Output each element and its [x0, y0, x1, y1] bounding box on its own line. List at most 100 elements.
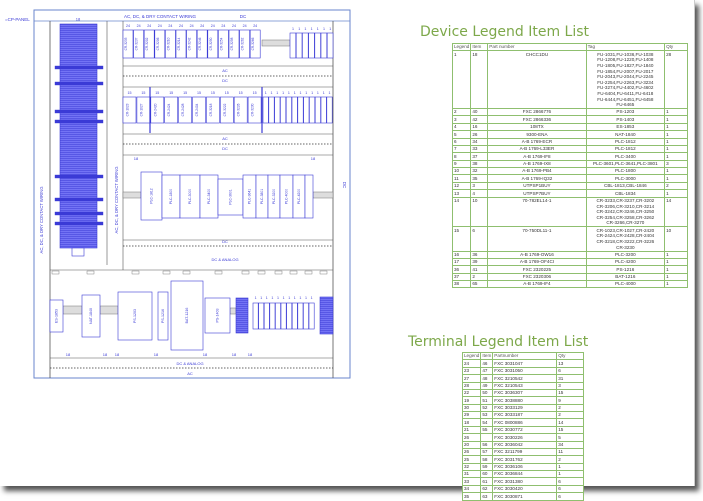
table-cell: A-B 1769-ECR: [487, 137, 587, 146]
column-header: Tag: [585, 42, 666, 52]
table-cell: 1: [664, 279, 688, 289]
table-cell: FXC 3030226: [492, 433, 558, 442]
table-cell: 49: [480, 381, 494, 390]
terminal-block: [320, 32, 328, 59]
power-label: ES-1853: [55, 309, 59, 323]
terminal-number: 1: [329, 91, 331, 95]
table-cell: 1: [664, 174, 688, 183]
table-cell: 1: [664, 250, 688, 259]
terminal-number: 1: [260, 296, 262, 300]
terminal-block: [308, 32, 315, 59]
left-wiring-label: AC, DC, & DRY CONTACT WIRING: [39, 187, 44, 254]
din-rail-segment: [312, 191, 334, 199]
table-cell: 6: [556, 492, 584, 501]
table-cell: 70-782EL14-1: [487, 196, 587, 228]
ac-label: AC: [222, 68, 228, 73]
table-cell: 33: [470, 144, 489, 154]
terminal-number: 1: [311, 91, 313, 95]
table-cell: 37: [451, 272, 472, 282]
table-cell: 61: [480, 477, 494, 486]
din-rail-segment: [62, 305, 83, 315]
wire-number: 18: [103, 352, 108, 357]
table-cell: PLC-4000: [585, 279, 666, 289]
table-cell: 8: [451, 152, 472, 161]
relay-module: [206, 96, 220, 124]
table-cell: 1: [664, 167, 688, 176]
terminal-block: [262, 96, 269, 124]
plc-label: PLC-3801: [260, 189, 264, 204]
table-cell: 42: [470, 115, 489, 124]
terminal-number: 24: [126, 24, 130, 28]
table-cell: 28: [461, 381, 482, 390]
table-cell: FXC 3030871: [492, 492, 558, 501]
table-cell: FXC 2866776: [487, 108, 587, 117]
relay-module: [122, 29, 134, 59]
relay-label: CR-3254: [219, 37, 223, 50]
plc-label: PLC-3200: [272, 189, 276, 204]
wire-number: 18: [76, 17, 81, 22]
table-cell: 65: [470, 279, 489, 289]
table-cell: 24: [461, 359, 482, 368]
table-cell: 27: [461, 374, 482, 383]
table-cell: 50: [480, 388, 494, 398]
table-cell: BAT-1216: [585, 272, 666, 282]
table-cell: 3: [556, 381, 584, 390]
wire-number: 18: [311, 156, 316, 161]
table-cell: 2: [556, 410, 584, 420]
table-cell: PLC-4200: [585, 257, 666, 267]
relay-label: CR-3266: [251, 37, 255, 50]
table-cell: A-B 1769-PB4: [487, 167, 587, 176]
relay-label: CR-3246: [198, 37, 202, 50]
table-cell: 40: [470, 108, 489, 117]
table-cell: 6: [470, 226, 489, 252]
table-cell: A-B 1769-OF4CI: [487, 257, 587, 267]
dc-label: DC: [222, 239, 228, 244]
terminal-number: 15: [141, 91, 145, 95]
dc-analog-label: DC & ANALOG: [211, 257, 238, 262]
ac-label: AC: [187, 371, 193, 376]
wire-number: 18: [232, 352, 237, 357]
terminal-number: 15: [155, 91, 159, 95]
relay-module: [154, 29, 166, 59]
relay-module: [228, 29, 240, 59]
terminal-number: 15: [197, 91, 201, 95]
wire-number: 18: [248, 352, 253, 357]
terminal-block: [268, 96, 275, 124]
terminal-block: [308, 302, 315, 330]
table-cell: FXC 2320225: [487, 265, 587, 274]
table-cell: 31: [461, 469, 482, 479]
terminal-marker: [86, 270, 95, 275]
table-cell: 21: [461, 425, 482, 435]
table-cell: FXC 3210542: [492, 374, 558, 383]
table-cell: ES-1853: [585, 122, 666, 132]
table-cell: 10: [451, 167, 472, 176]
table-cell: 1: [664, 130, 688, 139]
table-cell: 9300-ENA: [487, 130, 587, 139]
column-header: Legend: [461, 351, 482, 361]
table-cell: PS-1403: [585, 115, 666, 124]
table-cell: 62: [480, 484, 494, 494]
table-cell: 1: [664, 137, 688, 146]
table-cell: 60: [480, 469, 494, 479]
table-cell: 7: [451, 144, 472, 154]
table-cell: 18: [470, 50, 489, 110]
relay-module: [175, 29, 187, 59]
top-dc-label: DC: [240, 14, 247, 19]
table-cell: 1: [556, 462, 584, 472]
table-cell: 14: [451, 196, 472, 228]
power-device: [157, 291, 169, 341]
terminal-block: [263, 302, 270, 330]
power-label: NAT-1840: [89, 308, 93, 324]
table-cell: 58: [480, 455, 494, 464]
relay-module: [247, 96, 262, 124]
fuse-block-bar: [54, 211, 104, 216]
